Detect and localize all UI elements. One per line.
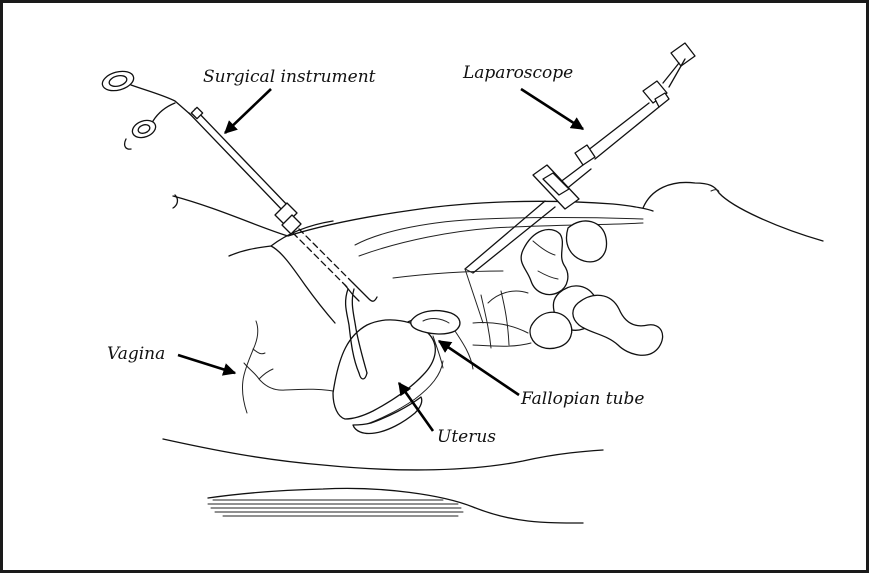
arrow-vagina [178, 355, 235, 373]
patient-body [163, 182, 823, 523]
arrow-fallopian-tube [439, 341, 519, 395]
intestines [473, 221, 663, 355]
label-surgical-instrument: Surgical instrument [203, 69, 376, 86]
label-fallopian-tube: Fallopian tube [521, 391, 644, 408]
label-laparoscope: Laparoscope [463, 65, 573, 82]
label-uterus: Uterus [437, 429, 496, 446]
laparoscope-drawing [465, 43, 695, 323]
arrow-surgical-instrument [225, 89, 271, 133]
table-hatching [208, 500, 463, 516]
laparoscopy-illustration [3, 3, 866, 570]
label-vagina: Vagina [107, 346, 165, 363]
arrow-uterus [399, 383, 433, 431]
uterus-shape [333, 319, 443, 433]
arrow-laparoscope [521, 89, 583, 129]
